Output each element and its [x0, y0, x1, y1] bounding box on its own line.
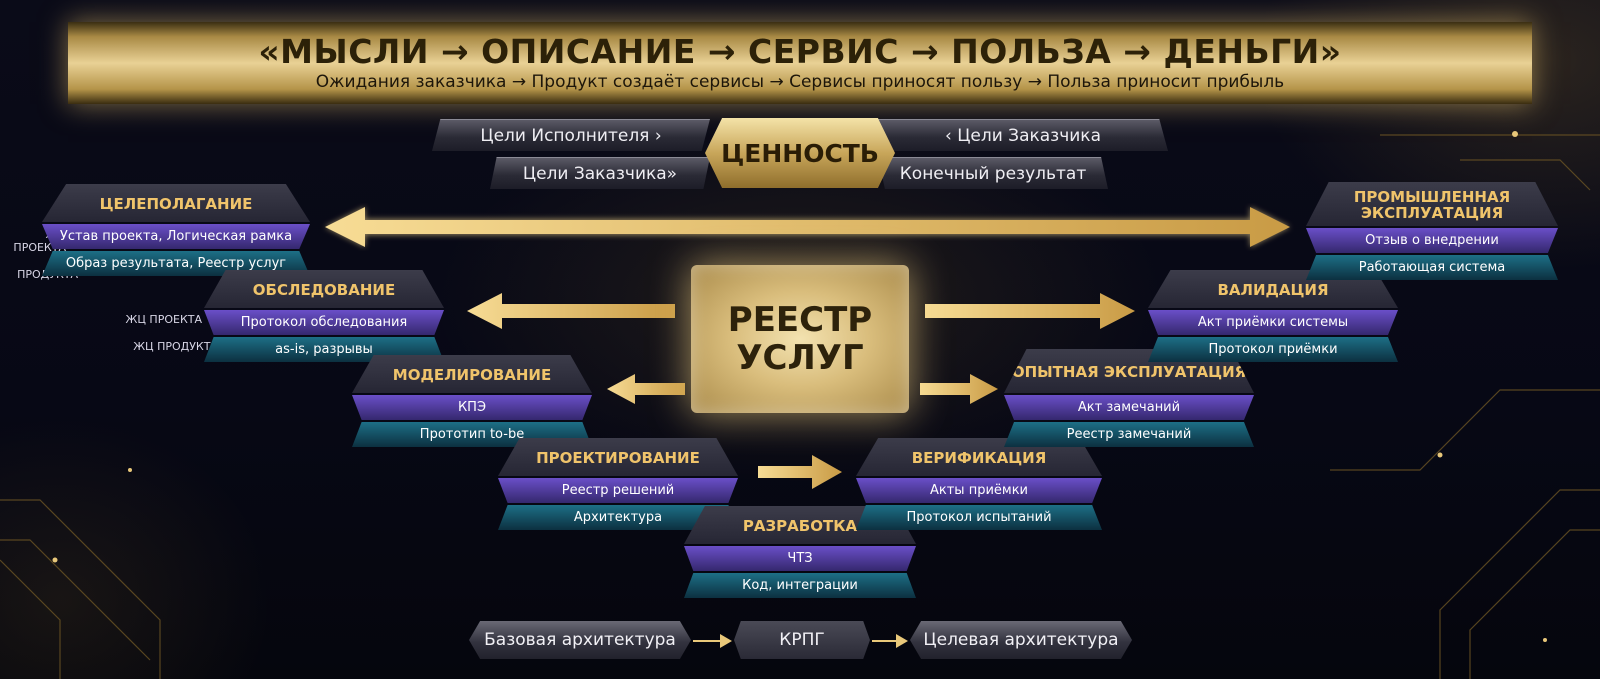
stage-row-product: Протокол приёмки: [1148, 337, 1398, 362]
flow-arrows: [325, 207, 1290, 648]
stage-row-product: Протокол испытаний: [856, 505, 1102, 530]
stage-row-product: Архитектура: [498, 505, 738, 530]
stage-row-project: Реестр решений: [498, 478, 738, 503]
top-double-arrow: [325, 207, 1290, 247]
stage-survey: ОБСЛЕДОВАНИЕ Протокол обследования as-is…: [204, 270, 444, 362]
stage-row-product: Реестр замечаний: [1004, 422, 1254, 447]
value-hexagon: ЦЕННОСТЬ: [705, 118, 895, 188]
stage-row-project: Устав проекта, Логическая рамка: [42, 224, 310, 249]
stage-title: ЦЕЛЕПОЛАГАНИЕ: [42, 184, 310, 222]
label-project-lc-2: ЖЦ ПРОЕКТА: [125, 313, 202, 326]
registry-line-1: РЕЕСТР: [727, 300, 873, 340]
stage-row-product: Работающая система: [1306, 255, 1558, 280]
target-architecture-plate: Целевая архитектура: [910, 621, 1132, 659]
small-right-arrow: [920, 374, 998, 404]
stage-row-project: Акт приёмки системы: [1148, 310, 1398, 335]
stage-row-project: Отзыв о внедрении: [1306, 228, 1558, 253]
arch-arrow-2: [872, 634, 908, 648]
stage-verification: ВЕРИФИКАЦИЯ Акты приёмки Протокол испыта…: [856, 438, 1102, 530]
label-product-lc-2: ЖЦ ПРОДУКТА: [133, 340, 218, 353]
stage-row-project: ЧТЗ: [684, 546, 916, 571]
stage-title: ПРОМЫШЛЕННАЯ ЭКСПЛУАТАЦИЯ: [1306, 182, 1558, 226]
stage-industrial-operation: ПРОМЫШЛЕННАЯ ЭКСПЛУАТАЦИЯ Отзыв о внедре…: [1306, 182, 1558, 280]
arch-arrow-1: [693, 634, 732, 648]
value-top-left-plate: Цели Исполнителя ›: [432, 119, 710, 151]
base-architecture-plate: Базовая архитектура: [469, 621, 691, 659]
bottom-right-arrow: [758, 455, 842, 489]
value-bottom-left-plate: Цели Заказчика»: [490, 157, 710, 189]
stage-row-project: КПЭ: [352, 395, 592, 420]
stage-title: ПРОЕКТИРОВАНИЕ: [498, 438, 738, 476]
stage-row-product: Образ результата, Реестр услуг: [42, 251, 310, 276]
stage-goal-setting: ЦЕЛЕПОЛАГАНИЕ Устав проекта, Логическая …: [42, 184, 310, 276]
small-left-arrow: [607, 374, 685, 404]
stage-title: МОДЕЛИРОВАНИЕ: [352, 355, 592, 393]
stage-title: ОБСЛЕДОВАНИЕ: [204, 270, 444, 308]
service-registry-box: РЕЕСТР УСЛУГ: [691, 265, 909, 413]
stage-design: ПРОЕКТИРОВАНИЕ Реестр решений Архитектур…: [498, 438, 738, 530]
stage-development: РАЗРАБОТКА ЧТЗ Код, интеграции: [684, 506, 916, 598]
stage-validation: ВАЛИДАЦИЯ Акт приёмки системы Протокол п…: [1148, 270, 1398, 362]
value-bottom-right-plate: Конечный результат: [878, 157, 1108, 189]
stage-row-project: Акты приёмки: [856, 478, 1102, 503]
banner-subtitle: Ожидания заказчика → Продукт создаёт сер…: [315, 72, 1285, 92]
stage-modeling: МОДЕЛИРОВАНИЕ КПЭ Прототип to-be: [352, 355, 592, 447]
krpg-plate: КРПГ: [734, 621, 870, 659]
registry-line-2: УСЛУГ: [736, 338, 864, 378]
registry-left-arrow: [467, 293, 675, 329]
registry-right-arrow: [925, 293, 1135, 329]
banner-title: «МЫСЛИ → ОПИСАНИЕ → СЕРВИС → ПОЛЬЗА → ДЕ…: [258, 32, 1342, 71]
value-top-right-plate: ‹ Цели Заказчика: [878, 119, 1168, 151]
header-banner: «МЫСЛИ → ОПИСАНИЕ → СЕРВИС → ПОЛЬЗА → ДЕ…: [68, 22, 1532, 104]
stage-row-product: Код, интеграции: [684, 573, 916, 598]
stage-row-project: Акт замечаний: [1004, 395, 1254, 420]
stage-row-product: as-is, разрывы: [204, 337, 444, 362]
stage-pilot-operation: ОПЫТНАЯ ЭКСПЛУАТАЦИЯ Акт замечаний Реест…: [1004, 349, 1254, 447]
stage-row-project: Протокол обследования: [204, 310, 444, 335]
